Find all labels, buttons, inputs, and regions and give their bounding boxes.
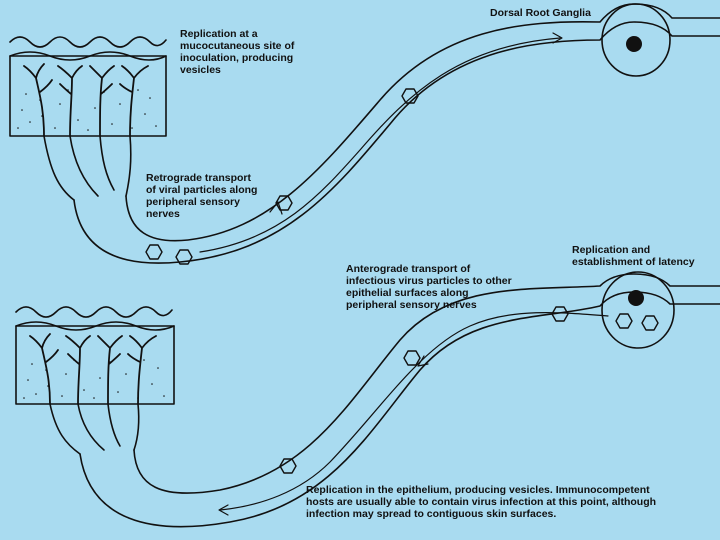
- label-retrograde-transport: Retrograde transport of viral particles …: [146, 172, 257, 220]
- virus-particle: [404, 351, 420, 365]
- label-epithelium-replication: Replication in the epithelium, producing…: [306, 484, 656, 520]
- ganglion-nucleus-bottom: [628, 290, 644, 306]
- skin-surface-wave-top: [10, 37, 166, 47]
- tissue-box-bottom: [16, 326, 174, 404]
- virus-particles-bottom: [280, 307, 658, 473]
- label-dorsal-root-ganglia: Dorsal Root Ganglia: [490, 7, 591, 19]
- nerve-tube-top: [74, 4, 720, 263]
- tissue-box-top: [10, 56, 166, 136]
- dermis-stipple-top: [17, 89, 157, 131]
- virus-particle: [402, 89, 418, 103]
- skin-block-top: [10, 37, 166, 136]
- skin-block-bottom: [16, 307, 174, 404]
- anterograde-arrow-line: [220, 313, 608, 510]
- label-anterograde-transport: Anterograde transport of infectious viru…: [346, 263, 512, 311]
- label-latency: Replication and establishment of latency: [572, 244, 695, 268]
- virus-particle: [616, 314, 632, 328]
- virus-particle: [146, 245, 162, 259]
- nerve-fibres-top: [44, 136, 131, 200]
- virus-particle: [642, 316, 658, 330]
- dermis-stipple-bottom: [23, 359, 165, 399]
- nerve-endings-bottom: [30, 334, 156, 404]
- ganglion-cell-bottom: [602, 272, 674, 348]
- label-inoculation: Replication at a mucocutaneous site of i…: [180, 28, 294, 76]
- nerve-endings-top: [24, 64, 148, 136]
- ganglion-nucleus-top: [626, 36, 642, 52]
- skin-surface-wave-bottom: [16, 307, 172, 317]
- nerve-fibres-bottom: [50, 404, 139, 454]
- nerve-tube-top-outer: [74, 22, 720, 263]
